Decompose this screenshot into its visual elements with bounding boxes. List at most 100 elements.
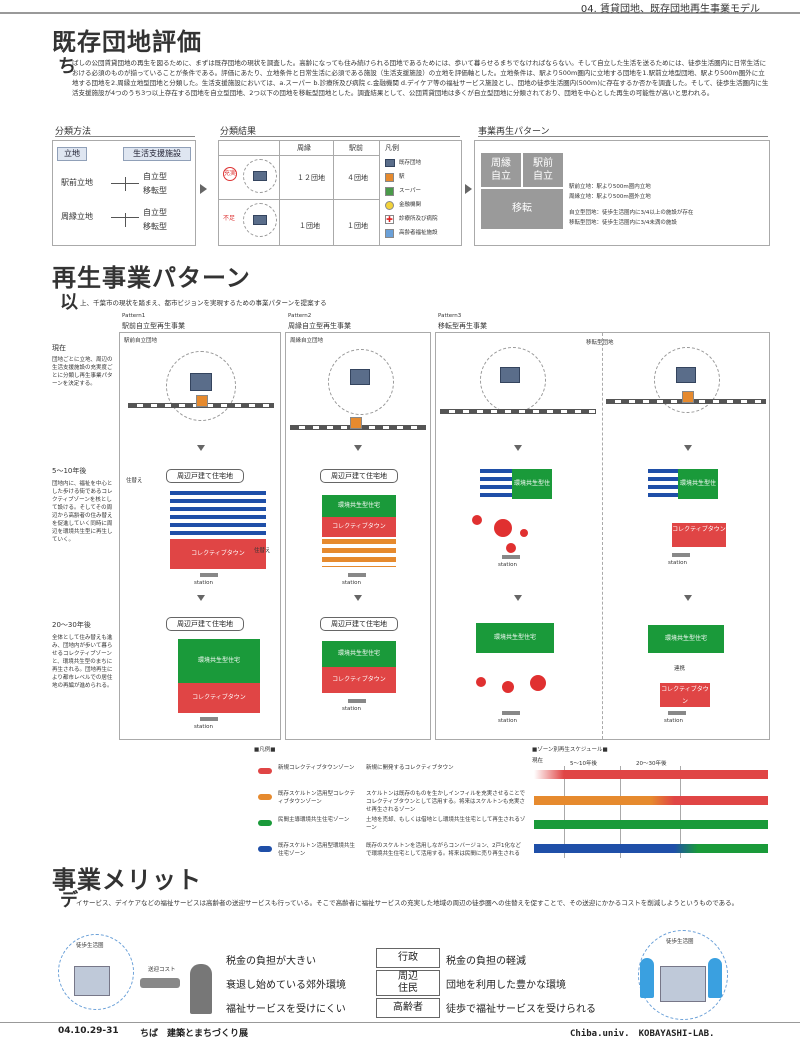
stage1-desc: 団地ごとに立地、周辺の生活支援施設の充実度ごとに分類し再生事業パターンを決定する…: [52, 357, 113, 387]
method-row2: 周縁立地: [61, 212, 93, 221]
walk-area-icon: [166, 351, 236, 421]
section3-dropcap: デ: [60, 890, 78, 911]
grid-line: [219, 199, 379, 200]
arrow-down-icon: [684, 445, 692, 451]
legend-label-1: 既存スケルトン活用型コレクティブタウンゾーン: [278, 791, 356, 805]
method-line: [125, 213, 126, 227]
legend-title: ■凡例■: [254, 747, 276, 753]
p1-station-2: station: [194, 724, 213, 730]
legend-label-3: 既存スケルトン活用型環境共生住宅ゾーン: [278, 843, 356, 857]
section1-body: ばしの公団賃貸団地の再生を図るために、まずは既存団地の現状を調査した。高齢になっ…: [72, 59, 769, 97]
station-marker-icon: [672, 553, 690, 557]
station-marker-icon: [502, 555, 520, 559]
result-r2c2: １団地: [347, 222, 368, 230]
collective-dot-icon: [494, 519, 512, 537]
p3-station-4: station: [664, 718, 683, 724]
section3-title: 事業メリット: [52, 866, 202, 894]
p2-surround-2: 周辺戸建て住宅地: [320, 617, 398, 631]
schedule-bar-blue: [534, 844, 768, 853]
pattern-title: 事業再生パターン: [478, 127, 550, 137]
result-r2c1: １団地: [299, 222, 320, 230]
result-legend-3: 金融機関: [399, 202, 422, 208]
merit-left-0: 税金の負担が大きい: [226, 956, 316, 967]
divider: [602, 333, 603, 739]
method-opt1b: 自立型: [143, 208, 167, 217]
danchi-icon: [253, 215, 267, 225]
p2-label: Pattern2: [288, 313, 312, 319]
pattern-box1: 周縁 自立: [481, 153, 521, 187]
p3-kankyo-4: 環境共生型住宅: [648, 625, 724, 653]
footer-event: ちば 建築とまちづくり展: [140, 1029, 249, 1039]
danchi-icon: [253, 171, 267, 181]
p3-collective-2: コレクティブタウン: [660, 683, 710, 707]
merit-center-2: 高齢者: [376, 998, 440, 1018]
p2-station-2: station: [342, 706, 361, 712]
p3-link: 連携: [674, 666, 686, 672]
p3-station-2: station: [668, 560, 687, 566]
arrow-down-icon: [684, 595, 692, 601]
method-opt2a: 移転型: [143, 186, 167, 195]
p1-swap-2: 住替え: [254, 548, 271, 554]
section3-body: イサービス、デイケアなどの福祉サービスは高齢者の送迎サービスも行っている。そこで…: [76, 899, 739, 907]
p2-sub: 周縁自立団地: [290, 338, 324, 344]
sched-5: 5〜10年後: [570, 761, 597, 767]
grid-line: [219, 155, 379, 156]
grid-line: [333, 141, 334, 245]
merit-right-circle: 徒歩生活圏: [666, 939, 694, 945]
p1-title: 駅前自立型再生事業: [122, 322, 185, 330]
p1-sub: 駅前自立団地: [124, 338, 158, 344]
result-r1-label: 充実: [223, 167, 237, 181]
stage2-desc: 団地内に、福祉を中心とした歩ける街であるコレクティブゾーンを核として設ける。そし…: [52, 481, 113, 543]
danchi-icon: [660, 966, 706, 1002]
footer-date: 04.10.29-31: [58, 1026, 119, 1036]
section1-dropcap: ち: [58, 56, 76, 77]
result-legend-0: 既存団地: [399, 160, 422, 166]
danchi-icon: [385, 159, 395, 167]
pattern-underline: [478, 136, 768, 137]
station-icon: [385, 173, 394, 182]
pattern3-panel: 移転型団地 環境共生型住宅 station 環境共生型住宅 コレクティブタウン …: [435, 332, 770, 740]
p3-sub: 移転型団地: [586, 340, 614, 346]
p3-collective-1: コレクティブタウン: [672, 523, 726, 547]
method-opt1a: 自立型: [143, 172, 167, 181]
method-col-b: 生活支援施設: [123, 147, 191, 161]
merit-right-2: 徒歩で福祉サービスを受けられる: [446, 1004, 596, 1015]
merit-right-1: 団地を利用した豊かな環境: [446, 980, 566, 991]
station-marker-icon: [200, 717, 218, 721]
p1-collective-1: コレクティブタウン: [170, 539, 266, 569]
result-legend-4: 診療所及び病院: [399, 216, 438, 222]
pattern-panel: 周縁 自立 駅前 自立 移転 駅前立地：駅より500m圏内立地 周縁立地：駅より…: [474, 140, 770, 246]
arrow-down-icon: [514, 595, 522, 601]
merit-left-2: 福祉サービスを受けにくい: [226, 1004, 346, 1015]
method-title: 分類方法: [55, 127, 92, 137]
result-legend-1: 駅: [399, 174, 405, 180]
header-rule: [0, 12, 800, 14]
p3-kankyo-2: 環境共生型住宅: [678, 469, 718, 517]
section2-dropcap: 以: [60, 292, 78, 313]
pattern-note4: 移転型団地：徒歩生活圏内に3/4未満の施設: [569, 220, 677, 226]
section2-title: 再生事業パターン: [52, 264, 251, 292]
danchi-icon: [74, 966, 110, 996]
p3-kankyo-1: 環境共生型住宅: [512, 469, 552, 517]
merit-center-0: 行政: [376, 948, 440, 968]
arrow-down-icon: [197, 445, 205, 451]
stage3-label: 20〜30年後: [52, 621, 91, 629]
p3-title: 移転型再生事業: [438, 322, 487, 330]
grid-line: [620, 766, 621, 858]
result-circle-icon: [243, 159, 277, 193]
stage2-label: 5〜10年後: [52, 467, 87, 475]
result-title: 分類結果: [220, 127, 257, 137]
pattern-note3: 自立型団地：徒歩生活圏内に3/4以上の施設が存在: [569, 210, 694, 216]
stage1-label: 現在: [52, 344, 66, 352]
grid-line: [680, 766, 681, 858]
result-r1c2: ４団地: [347, 174, 368, 182]
pattern-box2: 駅前 自立: [523, 153, 563, 187]
merit-transport: 送迎コスト: [148, 967, 176, 973]
p2-kankyo-1: 環境共生型住宅: [322, 495, 396, 517]
pattern-note2: 周縁立地：駅より500m圏外立地: [569, 194, 651, 200]
coin-icon: [385, 201, 394, 210]
method-panel: 立地 生活支援施設 駅前立地 自立型 移転型 周縁立地 自立型 移転型: [52, 140, 196, 246]
arrow-down-icon: [354, 595, 362, 601]
result-legend-5: 高齢者福祉施設: [399, 230, 438, 236]
footer-rule: [0, 1022, 800, 1023]
